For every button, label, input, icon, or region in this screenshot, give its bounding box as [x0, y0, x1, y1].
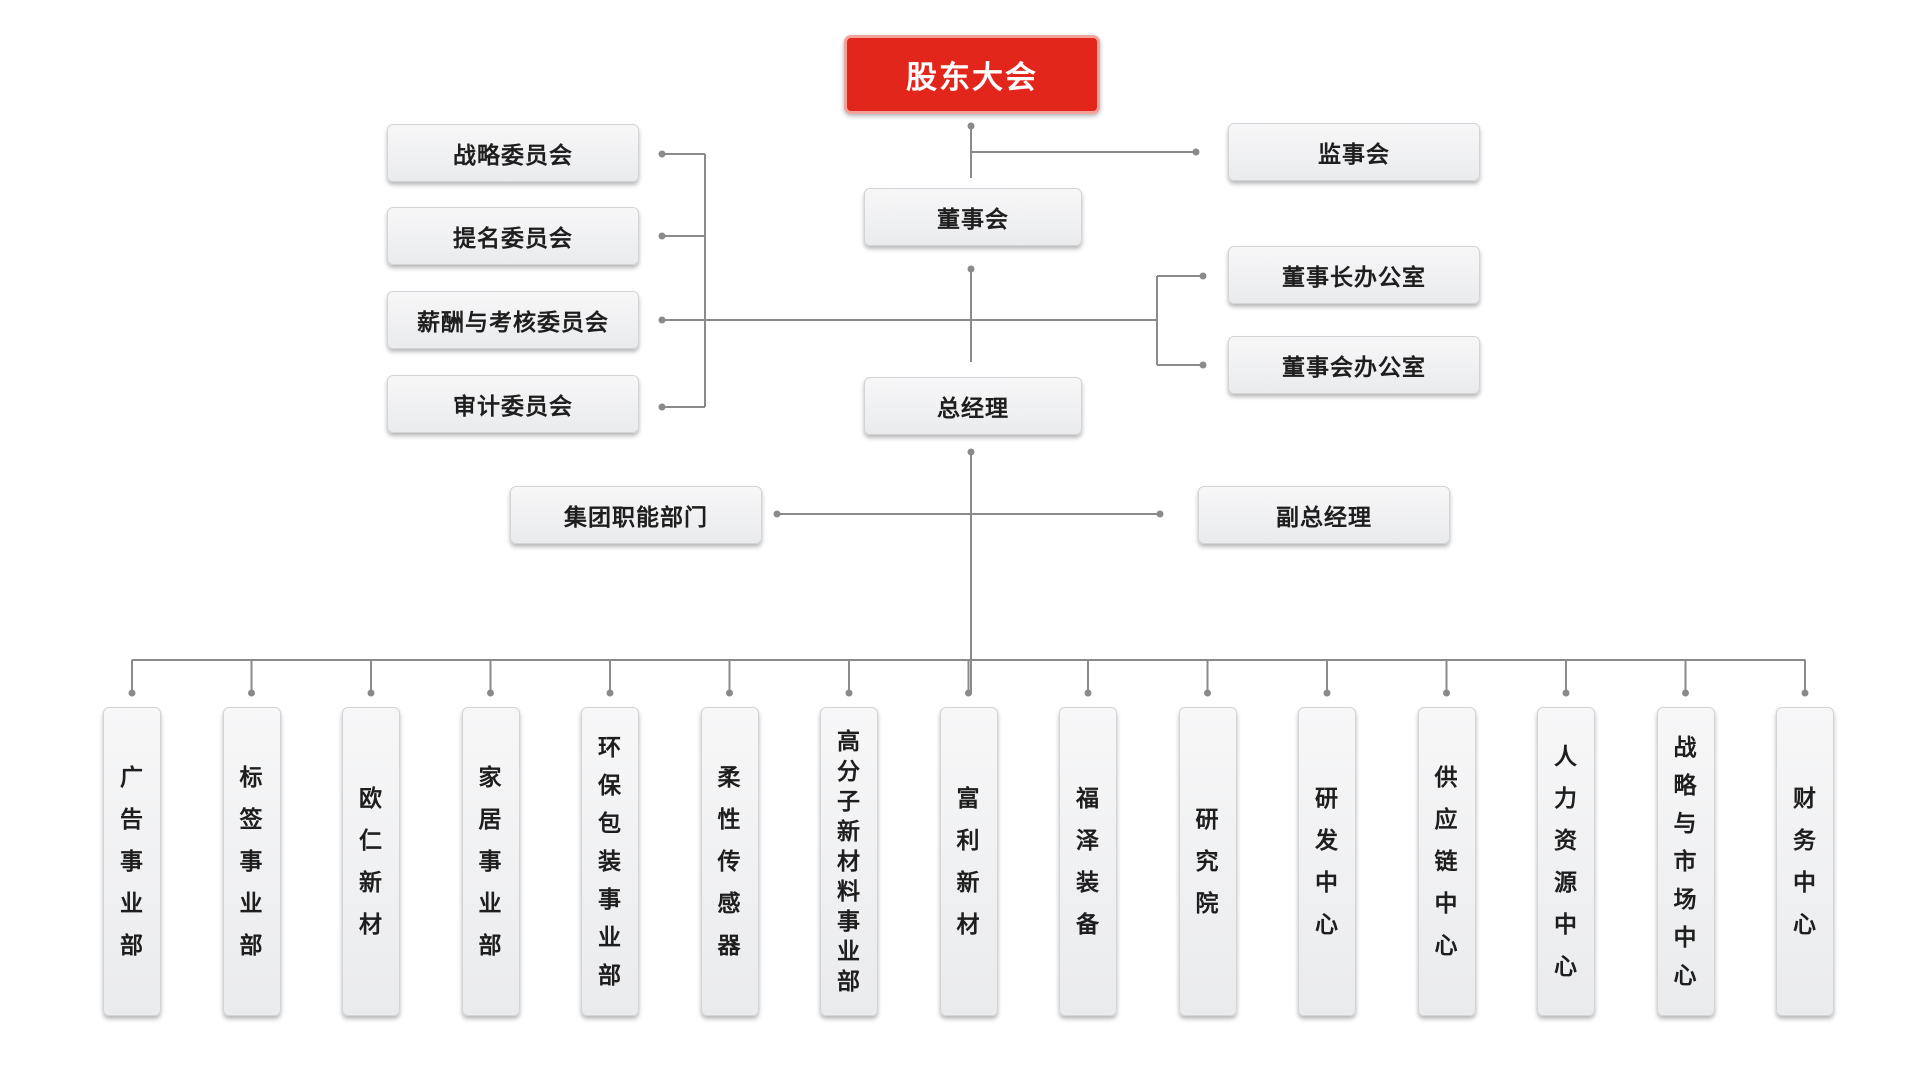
- connector-dot: [1192, 148, 1200, 156]
- business-unit-box: 欧仁新材: [342, 707, 400, 1016]
- connector-dot: [1682, 689, 1689, 697]
- business-unit-label: 人力资源中心: [1554, 743, 1578, 980]
- business-unit-label: 富利新材: [956, 785, 981, 938]
- business-unit-label: 供应链中心: [1434, 764, 1459, 959]
- connector-dot: [1323, 689, 1331, 697]
- business-unit-label: 欧仁新材: [359, 785, 383, 938]
- business-unit-box: 人力资源中心: [1537, 707, 1595, 1016]
- committee-box-nomination: 提名委员会: [387, 207, 639, 265]
- connector-dot: [487, 689, 494, 697]
- business-unit-box: 战略与市场中心: [1656, 707, 1715, 1016]
- connector-dot: [658, 232, 666, 240]
- business-unit-label: 财务中心: [1793, 785, 1817, 938]
- connector-dot: [1084, 689, 1092, 697]
- connector-dot: [1801, 689, 1809, 697]
- connector-dot: [248, 689, 255, 697]
- connector-dot: [367, 689, 375, 697]
- business-unit-label: 高分子新材料事业部: [837, 728, 861, 995]
- connector-dot: [658, 403, 666, 411]
- connector-dot: [658, 150, 666, 158]
- business-unit-label: 广告事业部: [120, 764, 144, 959]
- business-unit-box: 供应链中心: [1417, 707, 1476, 1016]
- functional-dept-box: 集团职能部门: [510, 486, 762, 544]
- business-unit-box: 研发中心: [1298, 707, 1356, 1016]
- shareholders-meeting-box: 股东大会: [844, 35, 1100, 114]
- business-unit-box: 标签事业部: [222, 707, 281, 1016]
- business-unit-label: 战略与市场中心: [1673, 734, 1698, 989]
- business-unit-label: 环保包装事业部: [598, 734, 622, 989]
- business-unit-box: 福泽装备: [1059, 707, 1117, 1016]
- connector-dot: [845, 689, 853, 697]
- business-unit-box: 财务中心: [1776, 707, 1834, 1016]
- connector-dot: [1156, 510, 1164, 518]
- business-unit-label: 研究院: [1195, 806, 1220, 917]
- business-unit-box: 广告事业部: [103, 707, 161, 1016]
- connector-dot: [967, 448, 975, 456]
- business-unit-box: 高分子新材料事业部: [820, 707, 878, 1016]
- business-unit-label: 柔性传感器: [717, 764, 742, 959]
- general-manager-box: 总经理: [864, 377, 1082, 435]
- business-unit-box: 柔性传感器: [700, 707, 759, 1016]
- connector-dot: [1199, 272, 1207, 280]
- chairman-office-box: 董事长办公室: [1228, 246, 1480, 304]
- business-unit-box: 研究院: [1178, 707, 1237, 1016]
- connector-dot: [773, 510, 781, 518]
- connector-dot: [128, 689, 136, 697]
- deputy-gm-box: 副总经理: [1198, 486, 1450, 544]
- connector-dot: [606, 689, 614, 697]
- committee-box-audit: 审计委员会: [387, 375, 639, 433]
- connector-dot: [1443, 689, 1450, 697]
- connector-dot: [967, 265, 975, 273]
- connector-dot: [1199, 361, 1207, 369]
- committee-box-strategy: 战略委员会: [387, 124, 639, 182]
- business-unit-box: 环保包装事业部: [581, 707, 639, 1016]
- business-unit-label: 研发中心: [1315, 785, 1339, 938]
- supervisory-board-box: 监事会: [1228, 123, 1480, 181]
- connector-dot: [967, 122, 975, 130]
- business-unit-label: 福泽装备: [1076, 785, 1100, 938]
- business-unit-label: 标签事业部: [239, 764, 264, 959]
- business-unit-label: 家居事业部: [478, 764, 503, 959]
- connector-dot: [965, 689, 972, 697]
- business-unit-box: 家居事业部: [461, 707, 520, 1016]
- board-of-directors-box: 董事会: [864, 188, 1082, 246]
- committee-box-remuneration: 薪酬与考核委员会: [387, 291, 639, 349]
- board-office-box: 董事会办公室: [1228, 336, 1480, 394]
- connector-dot: [1562, 689, 1570, 697]
- business-unit-box: 富利新材: [939, 707, 998, 1016]
- connector-dot: [1204, 689, 1211, 697]
- connector-dot: [726, 689, 733, 697]
